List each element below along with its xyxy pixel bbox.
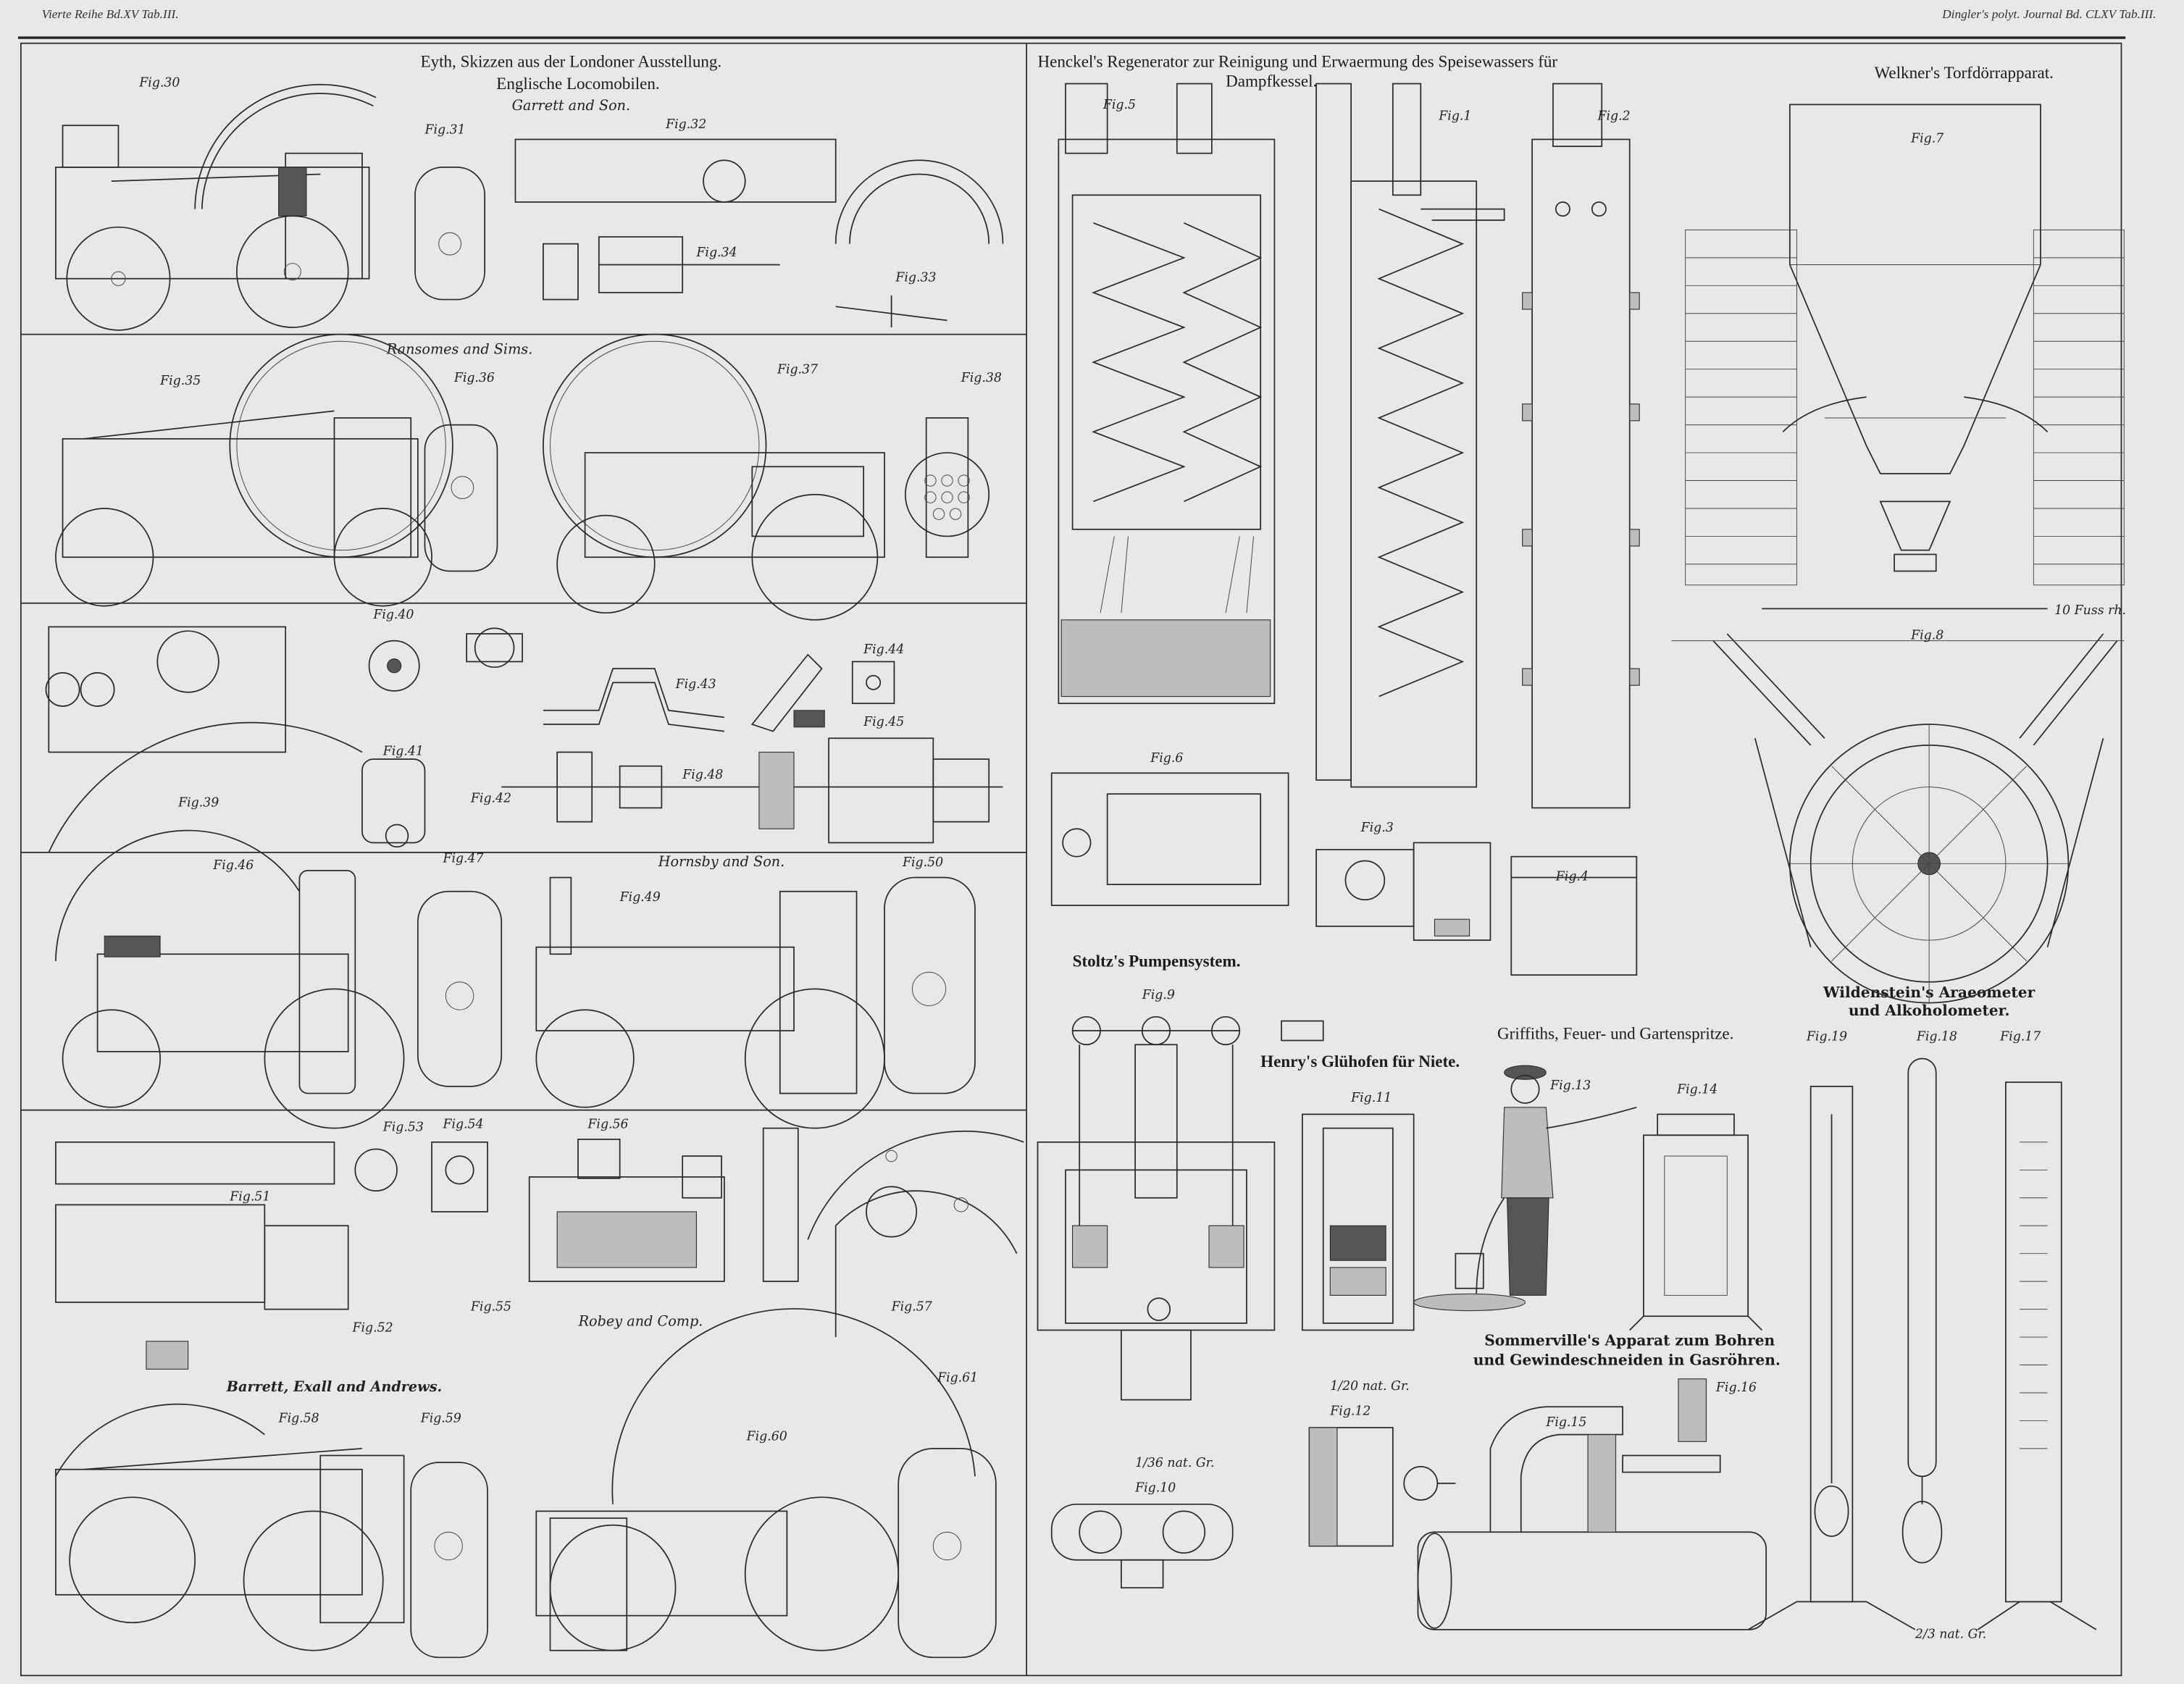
fig-label: Fig.57 [891,1300,932,1315]
fig-label: Fig.13 [1549,1078,1591,1093]
fig-label: Fig.44 [863,642,904,657]
plate-header-right: Dingler's polyt. Journal Bd. CLXV Tab.II… [1941,7,2156,21]
plate-frame [17,36,2126,1677]
fig31-34-details [414,138,1004,328]
fig-label: Fig.30 [138,75,180,90]
title-barrett: Barrett, Exall and Andrews. [226,1378,442,1395]
fig-label: Fig.37 [777,362,818,377]
fig-label: Fig.12 [1329,1404,1371,1419]
title-eyth: Eyth, Skizzen aus der Londoner Ausstellu… [421,51,722,70]
title-griffiths: Griffiths, Feuer- und Gartenspritze. [1497,1024,1733,1043]
fig11-12-furnace-drawing [1301,1113,1456,1547]
fig-label: Fig.33 [895,271,936,285]
title-ransomes: Ransomes and Sims. [386,341,533,358]
fig-label: Fig.52 [351,1320,393,1335]
scale-note-fig18: 2/3 nat. Gr. [1915,1627,1986,1641]
fig-label: Fig.2 [1597,109,1630,124]
fig7-torf-dryer-drawing [1685,104,2125,610]
fig37-38-drawing [543,333,990,621]
fig-label: Fig.58 [278,1411,319,1425]
fig-label: Fig.35 [159,374,201,388]
scale-note-fig12: 1/20 nat. Gr. [1330,1379,1409,1394]
fig-label: Fig.40 [372,608,414,622]
fig-label: Fig.42 [470,792,511,806]
fig-label: Fig.60 [746,1429,787,1444]
fig-label: Fig.4 [1555,869,1589,884]
title-welkner: Welkner's Torfdörrapparat. [1874,63,2053,82]
fig-label: Fig.18 [1916,1030,1957,1044]
fig15-16-drilling-apparatus [1417,1378,1767,1630]
title-englische-locomobilen: Englische Locomobilen. [496,74,659,93]
title-henry: Henry's Glühofen für Niete. [1260,1052,1460,1071]
fig-label: Fig.53 [382,1120,424,1134]
fig-label: Fig.7 [1910,131,1944,146]
title-stoltz: Stoltz's Pumpensystem. [1073,952,1241,971]
fig2-regenerator-elevation [1522,83,1640,809]
fig-label: Fig.50 [902,855,943,870]
fig39-45-details [45,626,1003,853]
title-sommerville: Sommerville's Apparat zum Bohren [1484,1332,1775,1349]
fig58-61-barrett-drawing [55,1308,997,1659]
title-gewindeschneiden: und Gewindeschneiden in Gasröhren. [1473,1352,1781,1369]
fig-label: Fig.11 [1350,1091,1392,1105]
fig-label: Fig.61 [937,1371,978,1386]
scale-note-fig10: 1/36 nat. Gr. [1135,1456,1214,1470]
fig-label: Fig.3 [1360,821,1394,835]
figure-labels: Fig.30 Fig.31 Fig.32 Fig.33 Fig.34 Fig.3… [138,75,2041,1495]
plate-header-left: Vierte Reihe Bd.XV Tab.III. [42,7,179,21]
fig-label: Fig.34 [695,246,737,260]
title-henckel-dampfkessel: Dampfkessel. [1226,71,1317,90]
fig-label: Fig.54 [442,1118,483,1132]
fig-label: Fig.15 [1545,1415,1586,1430]
fig-label: Fig.48 [682,768,723,782]
fig-label: Fig.43 [675,677,716,692]
fig-label: Fig.46 [212,858,254,873]
fig14-fire-pump-section [1629,1113,1762,1331]
fig-label: Fig.49 [619,890,661,905]
title-henckel: Henckel's Regenerator zur Reinigung und … [1038,51,1558,70]
fig35-ransomes-drawing [55,333,498,607]
fig-label: Fig.1 [1438,109,1471,124]
fig-label: Fig.16 [1715,1381,1757,1395]
fig9-pump-drawing [1037,1015,1324,1401]
fig-label: Fig.41 [382,744,424,758]
fig1-regenerator-section [1315,83,1505,788]
fig-label: Fig.14 [1676,1083,1718,1097]
fig-label: Fig.47 [442,851,483,866]
fig-label: Fig.36 [453,371,495,385]
fig-label: Fig.32 [665,117,706,132]
fig-label: Fig.45 [863,715,904,729]
title-hornsby: Hornsby and Son. [658,853,785,870]
fig-label: Fig.8 [1910,629,1944,643]
fig46-50-hornsby-drawing [55,829,976,1129]
scale-note-welkner: 10 Fuss rh. [2054,603,2126,618]
title-robey: Robey and Comp. [578,1313,703,1330]
fig-label: Fig.56 [587,1118,628,1132]
fig-label: Fig.51 [229,1190,270,1205]
fig10-pump-plan [1050,1503,1234,1589]
fig-label: Fig.5 [1103,98,1136,112]
fig8-torf-dryer-section [1671,633,2125,1004]
fig-label: Fig.6 [1150,751,1183,766]
fig17-19-hydrometers [1747,1057,2097,1630]
fig-label: Fig.10 [1134,1481,1176,1496]
fig5-regenerator-drawing [1058,83,1276,705]
fig13-fire-pump-man [1413,1065,1637,1312]
title-alkoholometer: und Alkoholometer. [1849,1002,2010,1019]
fig-label: Fig.39 [177,795,219,810]
fig-label: Fig.55 [470,1300,511,1315]
fig-label: Fig.9 [1142,988,1175,1002]
fig30-locomobile-drawing [55,83,377,331]
fig3-4-6-details [1050,772,1638,976]
fig-label: Fig.17 [1999,1030,2041,1044]
fig-label: Fig.59 [420,1411,461,1425]
fig-label: Fig.31 [424,123,465,138]
title-garrett: Garrett and Son. [512,97,631,114]
fig-label: Fig.38 [961,371,1002,385]
fig51-57-robey-drawing [55,1127,1024,1370]
fig-label: Fig.19 [1806,1030,1847,1044]
